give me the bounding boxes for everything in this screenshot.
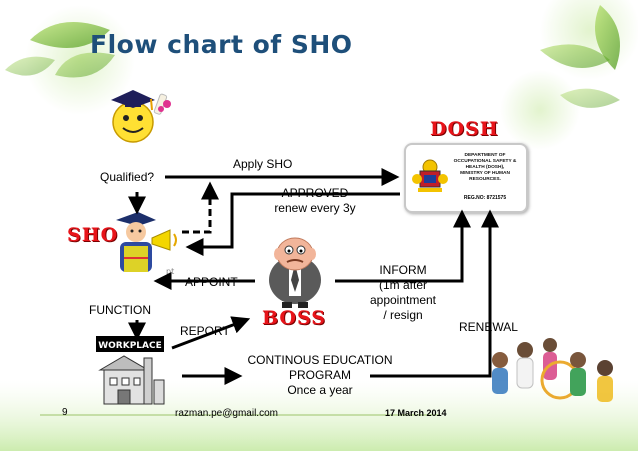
malaysia-crest-icon: [412, 159, 448, 192]
ced-line: PROGRAM: [288, 368, 351, 382]
workplace-sign: WORKPLACE: [98, 341, 162, 351]
dosh-card: DEPARTMENT OF OCCUPATIONAL SAFETY & HEAL…: [404, 143, 528, 213]
leaf-icon: [5, 22, 115, 78]
people-illustration: [492, 338, 613, 402]
dosh-card-line: DEPARTMENT OF: [464, 153, 506, 158]
continuous-education-label: CONTINOUS EDUCATION PROGRAM Once a year: [245, 353, 395, 398]
appoint-label: APPOINT: [185, 275, 238, 289]
inform-line: / resign: [383, 308, 423, 322]
dosh-card-line: OCCUPATIONAL SAFETY &: [453, 159, 517, 164]
report-label: REPORT: [180, 324, 230, 338]
ced-line: CONTINOUS EDUCATION: [247, 353, 393, 367]
renewal-label: RENEWAL: [459, 320, 518, 334]
inform-line: appointment: [369, 293, 437, 307]
arrow-renewal: [370, 209, 499, 378]
inform-line: (1m after: [378, 278, 427, 292]
dosh-card-line: MINISTRY OF HUMAN: [460, 171, 510, 176]
footer-email: razman.pe@gmail.com: [175, 408, 278, 419]
ced-line: Once a year: [287, 383, 353, 397]
renew-line: renew every 3y: [274, 201, 356, 215]
approved-line: APPROVED: [281, 186, 349, 200]
arrow-dashed-apply: [182, 181, 219, 234]
dosh-card-line: RESOURCES.: [469, 177, 501, 182]
inform-line: INFORM: [379, 263, 427, 277]
leaf-icon: [540, 5, 620, 108]
graduate-smiley-icon: [111, 90, 171, 143]
arrow-report: [171, 316, 251, 350]
approved-label: APPROVED renew every 3y: [260, 186, 370, 216]
dosh-card-line: HEALTH (DOSH),: [465, 165, 505, 170]
boss-heading: BOSS: [262, 307, 326, 329]
qualified-label: Qualified?: [100, 170, 155, 184]
apply-sho-label: Apply SHO: [233, 157, 293, 171]
safety-officer-icon: pt: [116, 212, 177, 276]
sho-heading: SHO: [67, 224, 119, 246]
page-title: Flow chart of SHO: [90, 30, 353, 59]
function-label: FUNCTION: [89, 303, 151, 317]
arrow-approved: [185, 192, 400, 256]
svg-text:pt: pt: [166, 267, 174, 276]
dosh-reg-number: REG.NO: 8721575: [463, 195, 507, 201]
inform-label: INFORM (1m after appointment / resign: [363, 263, 443, 323]
footer-date: 17 March 2014: [385, 408, 447, 418]
page-number: 9: [62, 407, 68, 418]
boss-character-icon: [269, 237, 321, 308]
arrow-inform: [335, 209, 471, 283]
dosh-heading: DOSH: [430, 118, 499, 140]
workplace-building-icon: WORKPLACE: [96, 336, 165, 405]
